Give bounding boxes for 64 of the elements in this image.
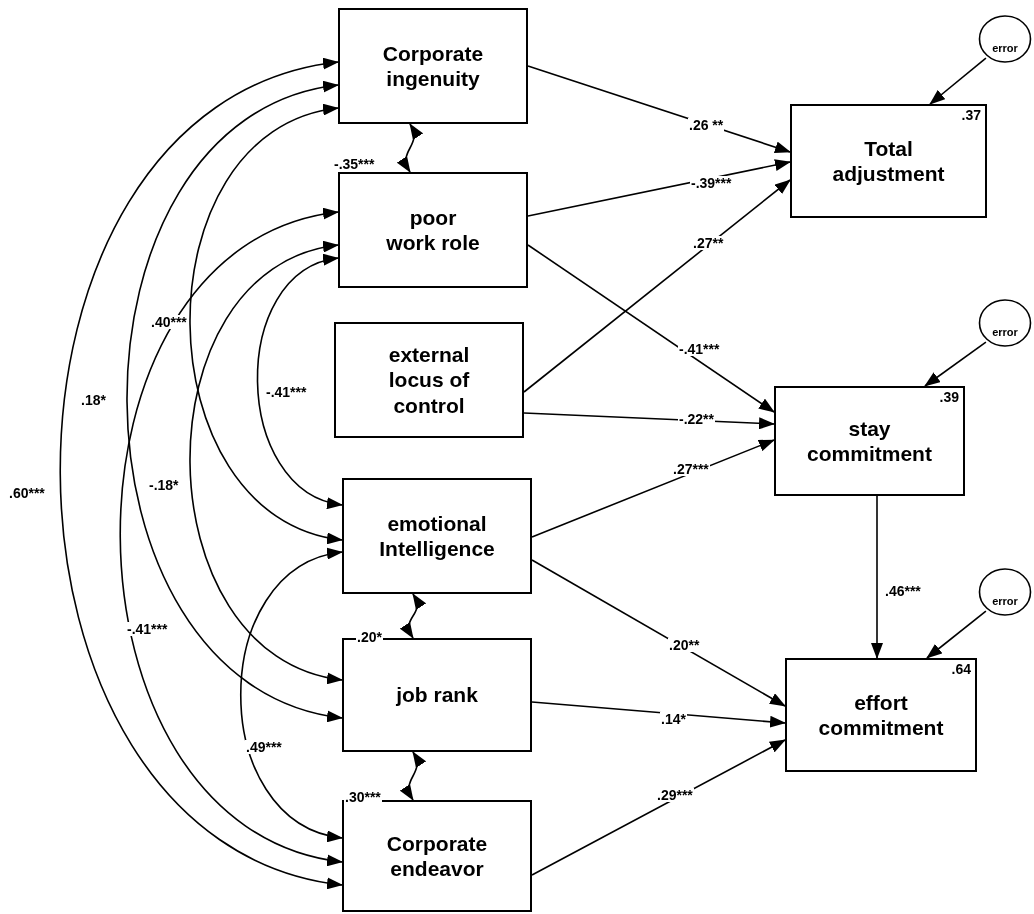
- variable-label: stay commitment: [806, 415, 933, 467]
- variance-value: .37: [961, 108, 981, 122]
- error-circle: [978, 565, 1032, 619]
- edge-label: -.41***: [265, 385, 308, 399]
- variable-box: [338, 8, 528, 124]
- correlation-arrow: [119, 210, 343, 864]
- edge-label: .29***: [656, 788, 694, 802]
- correlation-arrow: [256, 256, 343, 507]
- correlation-arrow: [59, 60, 343, 887]
- variable-label: job rank: [396, 682, 478, 708]
- path-arrow: [531, 701, 786, 728]
- edge-label: .20**: [668, 638, 701, 652]
- edge-label: .49***: [245, 740, 283, 754]
- variable-box: [790, 104, 987, 218]
- variable-label: Corporate endeavor: [385, 830, 489, 882]
- edge-label: -.18*: [148, 478, 180, 492]
- correlation-arrow: [189, 106, 343, 542]
- variance-value: .39: [939, 390, 959, 404]
- edge-label: .20*: [356, 630, 383, 644]
- variable-box: [785, 658, 977, 772]
- error-circle: [978, 12, 1032, 66]
- path-arrow: [531, 559, 786, 707]
- correlation-arrow: [400, 751, 426, 801]
- variable-box: [334, 322, 524, 438]
- edge-label: .40***: [150, 315, 188, 329]
- path-arrow: [926, 610, 987, 659]
- error-circle: [978, 296, 1032, 350]
- path-arrow: [871, 495, 883, 659]
- edge-label: -.41***: [126, 622, 169, 636]
- correlation-arrow: [126, 83, 343, 720]
- edge-label: -.39***: [690, 176, 733, 190]
- edge-label: .26 **: [688, 118, 725, 132]
- variable-box: [774, 386, 965, 496]
- edge-label: .60***: [8, 486, 46, 500]
- variable-label: effort commitment: [817, 689, 945, 741]
- edge-label: .27**: [692, 236, 725, 250]
- path-arrow: [531, 439, 775, 538]
- path-arrow: [924, 341, 987, 387]
- correlation-arrow: [400, 593, 426, 639]
- correlation-arrow: [189, 243, 343, 682]
- edge-label: -.22**: [678, 412, 716, 426]
- variable-label: Corporate ingenuity: [381, 40, 485, 92]
- edge-label: .27***: [672, 462, 710, 476]
- edge-label: .30***: [344, 790, 382, 804]
- edge-label: .14*: [660, 712, 687, 726]
- path-arrow: [523, 179, 791, 393]
- variable-label: emotional Intelligence: [378, 510, 496, 562]
- path-arrow: [527, 159, 791, 217]
- variance-value: .64: [951, 662, 971, 676]
- variable-box: [342, 800, 532, 912]
- path-arrow: [527, 244, 775, 413]
- variable-label: Total adjustment: [831, 135, 946, 187]
- edge-label: -.41***: [678, 342, 721, 356]
- variable-label: poor work role: [385, 204, 481, 256]
- edge-label: .18*: [80, 393, 107, 407]
- path-arrow: [531, 739, 786, 876]
- variable-box: [342, 478, 532, 594]
- correlation-arrow: [397, 123, 423, 173]
- path-arrow: [929, 57, 987, 105]
- edge-label: -.35***: [333, 157, 376, 171]
- variable-label: external locus of control: [387, 342, 471, 418]
- edge-label: .46***: [884, 584, 922, 598]
- correlation-arrow: [239, 550, 343, 840]
- variable-box: [338, 172, 528, 288]
